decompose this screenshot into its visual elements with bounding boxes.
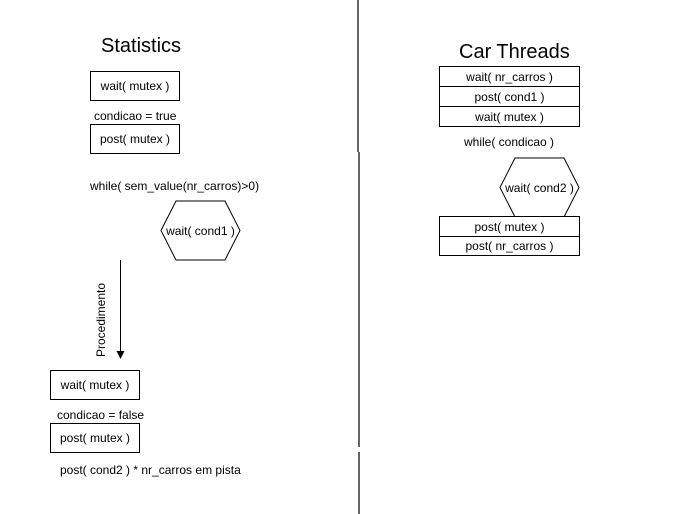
condicao-true-label: condicao = true [94, 109, 177, 123]
wait-mutex-box: wait( mutex ) [439, 106, 580, 127]
post-nr-carros-box: post( nr_carros ) [439, 236, 580, 256]
wait-cond2-label: wait( cond2 ) [505, 180, 574, 195]
post-cond1-box: post( cond1 ) [439, 86, 580, 107]
wait-mutex-box-1: wait( mutex ) [90, 71, 180, 101]
wait-cond1-hexagon: wait( cond1 ) [160, 200, 241, 261]
procedimento-label: Procedimento [94, 282, 108, 357]
while-condicao-label: while( condicao ) [464, 135, 555, 149]
procedimento-arrow [116, 260, 125, 359]
wait-mutex-box-2: wait( mutex ) [50, 370, 140, 400]
post-mutex-box-1: post( mutex ) [90, 124, 180, 154]
wait-nr-carros-box: wait( nr_carros ) [439, 66, 580, 87]
statistics-title: Statistics [101, 35, 182, 57]
post-cond2-label: post( cond2 ) * nr_carros em pista [60, 463, 241, 477]
while-sem-value-label: while( sem_value(nr_carros)>0) [90, 179, 260, 193]
post-mutex-box: post( mutex ) [439, 216, 580, 237]
wait-cond2-hexagon: wait( cond2 ) [499, 157, 580, 218]
condicao-false-label: condicao = false [57, 408, 145, 422]
wait-cond1-label: wait( cond1 ) [166, 223, 235, 238]
car-threads-title: Car Threads [459, 41, 570, 63]
post-mutex-box-2: post( mutex ) [50, 423, 140, 453]
